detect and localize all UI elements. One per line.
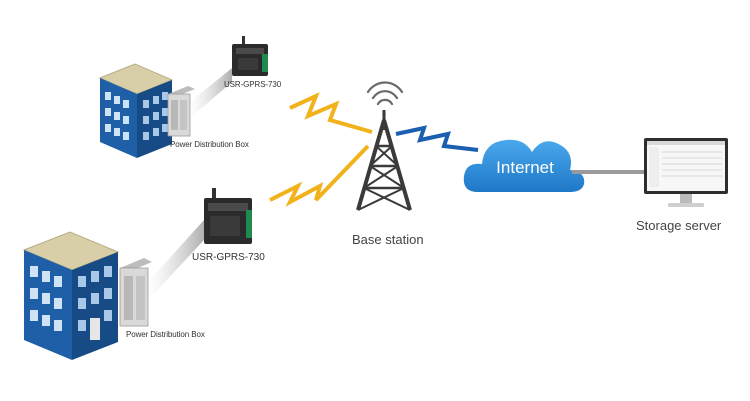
- power-box-top-icon: [167, 86, 195, 137]
- internet-cloud-icon: [463, 139, 585, 192]
- signal-bottom-icon: [269, 144, 370, 207]
- power-box-top-label: Power Distribution Box: [170, 140, 249, 149]
- signal-top-icon: [289, 92, 373, 134]
- modem-bottom-label: USR-GPRS-730: [192, 252, 265, 263]
- beam-top: [190, 68, 232, 118]
- base-station-label: Base station: [352, 232, 424, 247]
- building-top-icon: [98, 63, 174, 158]
- building-bottom-icon: [22, 231, 120, 360]
- storage-server-label: Storage server: [636, 218, 722, 233]
- base-station-tower-icon: [356, 110, 412, 211]
- power-box-bottom-icon: [119, 258, 152, 327]
- modem-bottom-icon: [204, 188, 252, 244]
- internet-label: Internet: [496, 158, 554, 177]
- beam-bottom: [148, 220, 204, 300]
- modem-top-icon: [232, 36, 268, 76]
- storage-server-monitor-icon: [644, 138, 728, 207]
- signal-internet-icon: [395, 125, 479, 152]
- tower-waves-icon: [366, 81, 404, 106]
- modem-top-label: USR-GPRS-730: [224, 80, 282, 89]
- power-box-bottom-label: Power Distribution Box: [126, 330, 205, 339]
